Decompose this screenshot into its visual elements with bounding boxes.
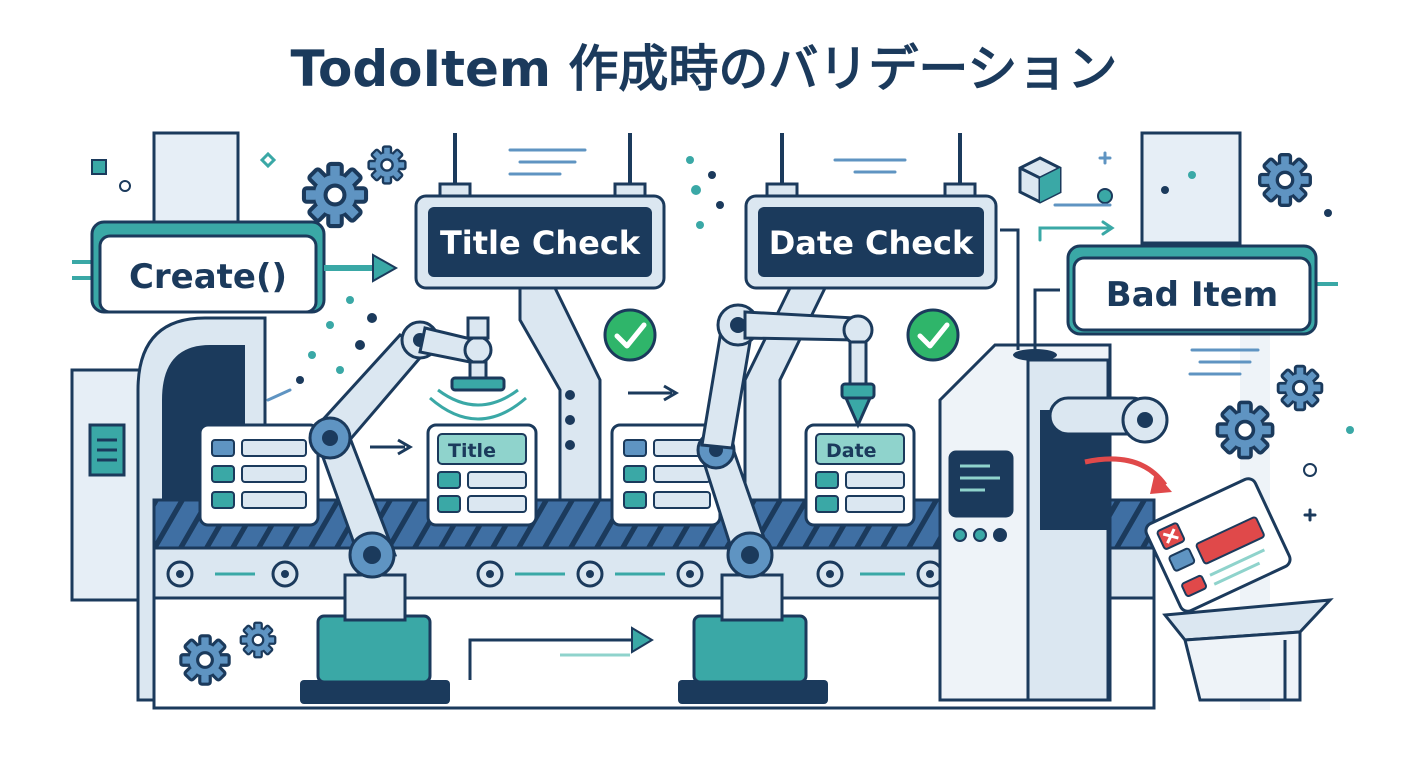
check-circle-icon-2 <box>906 308 960 362</box>
decorative-particles <box>91 156 1354 477</box>
date-check-label: Date Check <box>769 224 974 262</box>
bad-item-label-box: Bad Item <box>1000 228 1338 350</box>
cube-icon <box>1018 156 1062 204</box>
title-check-sign: Title Check <box>414 133 666 290</box>
todo-card-title: Title <box>426 423 538 527</box>
robot-arm-icon-2 <box>678 303 876 704</box>
reject-bin-icon <box>1162 598 1334 702</box>
page-title: TodoItem 作成時のバリデーション <box>291 40 1118 98</box>
rejected-card <box>1084 456 1292 613</box>
title-check-label: Title Check <box>440 224 641 262</box>
title-field-label: Title <box>448 440 496 462</box>
create-label: Create() <box>129 257 287 297</box>
flow-arrows <box>370 384 679 456</box>
date-check-sign: Date Check <box>744 133 998 290</box>
robot-arm-icon <box>300 316 527 704</box>
arrow-right-icon <box>372 253 399 283</box>
bad-item-label: Bad Item <box>1106 275 1278 315</box>
reject-machine <box>938 288 1169 702</box>
todo-card-date: Date <box>804 423 916 527</box>
x-mark-icon <box>1162 528 1179 544</box>
todo-card-incoming <box>198 423 320 527</box>
date-field-label: Date <box>826 440 877 462</box>
create-label-box: Create() <box>72 220 399 314</box>
decorative-lines <box>259 148 1317 522</box>
check-circle-icon <box>603 308 657 362</box>
